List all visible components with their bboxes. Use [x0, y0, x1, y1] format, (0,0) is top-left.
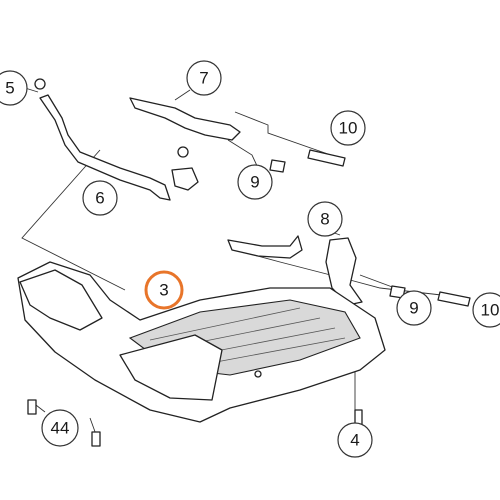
callout-4-label: 4 [350, 431, 359, 450]
skid-plate-ribs [149, 307, 346, 366]
upper-bracket-right-arm [129, 97, 241, 141]
callout-44-label: 44 [51, 419, 70, 438]
right-bracket-assembly [227, 235, 471, 307]
callout-44: 44 [41, 409, 79, 447]
callout-10-upper-label: 10 [339, 119, 358, 138]
bolt-5 [34, 78, 46, 90]
callout-9-lower: 9 [396, 290, 432, 326]
upper-bracket-assembly [34, 78, 346, 201]
bolt-10a [307, 149, 346, 167]
leader-7 [174, 89, 191, 101]
callout-3-highlighted: 3 [144, 270, 184, 310]
callout-10-lower: 10 [472, 292, 500, 328]
callout-10-upper: 10 [330, 110, 366, 146]
screw-44a [27, 399, 37, 415]
screw-44b [91, 431, 101, 447]
callout-4: 4 [337, 422, 373, 458]
bolt-6-head [177, 146, 189, 158]
right-bracket-upright [325, 237, 363, 306]
leader-10a [234, 111, 346, 161]
callout-7-label: 7 [199, 69, 208, 88]
callout-9-lower-label: 9 [409, 299, 418, 318]
callout-9-upper: 9 [237, 164, 273, 200]
callout-5: 5 [0, 70, 28, 106]
callout-6: 6 [82, 180, 118, 216]
callout-8-label: 8 [320, 210, 329, 229]
callout-9-upper-label: 9 [250, 173, 259, 192]
nut-9a [269, 159, 286, 173]
skid-plate-left-wing [19, 269, 103, 331]
callout-10-lower-label: 10 [481, 301, 500, 320]
callout-7: 7 [186, 60, 222, 96]
callout-8: 8 [307, 201, 343, 237]
callout-3-label: 3 [159, 281, 168, 300]
leader-9a [227, 139, 259, 169]
bolt-10b [437, 291, 471, 307]
skid-plate-hole [254, 370, 262, 378]
callout-6-label: 6 [95, 189, 104, 208]
skid-plate-front-face [119, 334, 223, 401]
upper-bracket-left-arm [39, 94, 171, 201]
leader-9b [359, 274, 396, 289]
skid-plate [17, 261, 386, 447]
right-bracket-top [227, 235, 303, 259]
bracket-frame-leader-left [21, 149, 126, 291]
upper-bracket-tab [171, 167, 199, 191]
callout-5-label: 5 [5, 79, 14, 98]
